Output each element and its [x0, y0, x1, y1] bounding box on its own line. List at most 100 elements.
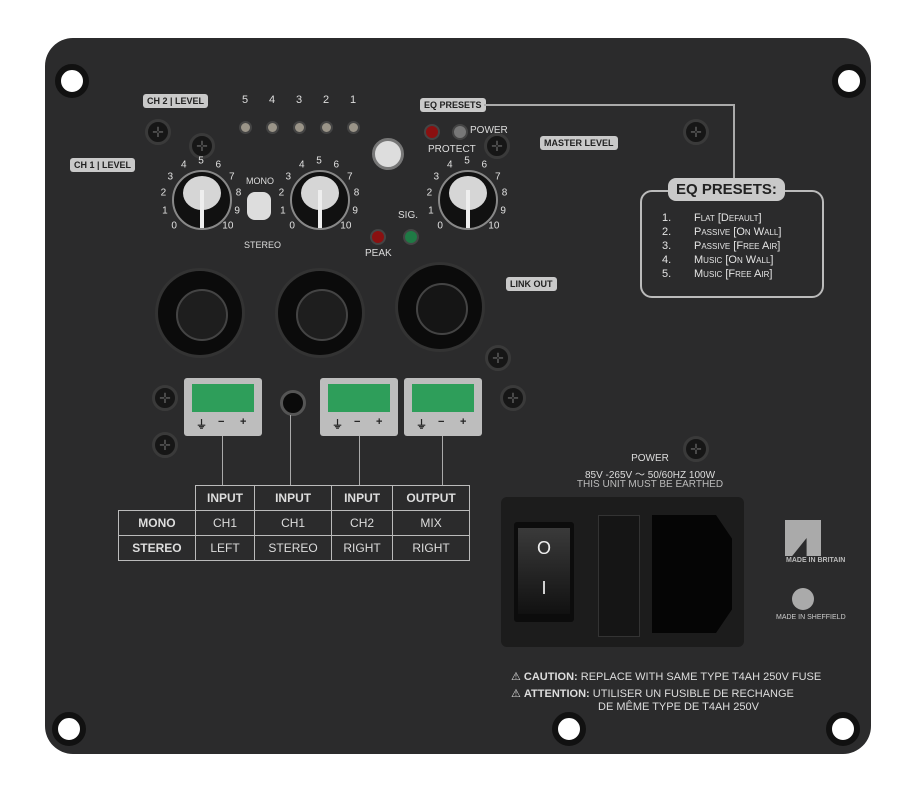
knob-scale-number: 7 [228, 171, 235, 183]
ch1-level-tag: CH 1 | LEVEL [70, 158, 136, 172]
eq-preset-button[interactable] [372, 138, 404, 170]
knob-scale-number: 6 [215, 159, 222, 171]
power-spec: 85V -265V ～ 50/60HZ 100W [584, 470, 716, 481]
ch2-level-knob[interactable] [290, 170, 350, 230]
knob-scale-number: 10 [488, 220, 500, 232]
knob-scale-number: 3 [167, 171, 174, 183]
ch1-level-knob[interactable] [172, 170, 232, 230]
knob-scale-number: 0 [171, 220, 177, 232]
ch2-label: CH 2 [147, 96, 168, 106]
eq-preset-number: 1. [662, 212, 672, 224]
ch2-combo-input-jack[interactable] [275, 268, 365, 358]
cell: LEFT [194, 535, 256, 561]
knob-scale-number: 4 [180, 159, 187, 171]
knob-scale-number: 2 [278, 187, 285, 199]
leader-line [222, 436, 223, 486]
made-in-sheffield-text: MADE IN SHEFFIELD [776, 614, 846, 621]
ch1-terminal-block[interactable]: ⏚−+ [184, 378, 262, 436]
knob-scale-number: 7 [346, 171, 353, 183]
preset-led [293, 121, 306, 134]
leader-line [733, 104, 735, 180]
plus-symbol: + [240, 416, 247, 428]
level-label: LEVEL [102, 160, 132, 170]
eq-presets-tag: EQ PRESETS [420, 98, 486, 112]
screw-icon: ✛ [152, 432, 178, 458]
on-symbol: I [541, 578, 547, 598]
attention-label: ATTENTION: [523, 688, 590, 700]
preset-led [320, 121, 333, 134]
master-level-tag: MASTER LEVEL [540, 136, 618, 150]
attention-text-2: DE MÊME TYPE DE T4AH 250V [598, 701, 759, 713]
ground-symbol: ⏚ [196, 419, 207, 431]
eq-preset-number: 5. [662, 268, 672, 280]
signal-led [403, 229, 419, 245]
caution-text: REPLACE WITH SAME TYPE T4AH 250V FUSE [580, 671, 822, 683]
eq-preset-label: Passive [On Wall] [694, 226, 782, 238]
mounting-hole [832, 64, 866, 98]
stereo-input-jack[interactable] [280, 390, 306, 416]
sig-label: SIG. [398, 210, 419, 221]
level-label: LEVEL [175, 96, 205, 106]
eq-preset-label: Passive [Free Air] [694, 240, 781, 252]
leader-line [290, 415, 291, 486]
preset-led [266, 121, 279, 134]
plus-symbol: + [460, 416, 467, 428]
preset-led [239, 121, 252, 134]
ch2-level-tag: CH 2 | LEVEL [143, 94, 209, 108]
stereo-label: STEREO [244, 240, 282, 250]
cell: RIGHT [331, 535, 394, 561]
screw-icon: ✛ [152, 385, 178, 411]
screw-icon: ✛ [484, 133, 510, 159]
ch2-terminal-block[interactable]: ⏚−+ [320, 378, 398, 436]
link-out-xlr-jack[interactable] [395, 262, 485, 352]
preset-number: 2 [323, 94, 330, 106]
eq-legend-title: EQ PRESETS: [668, 178, 785, 201]
mono-label: MONO [246, 176, 274, 186]
eq-preset-number: 4. [662, 254, 672, 266]
knob-scale-number: 5 [316, 155, 322, 167]
knob-scale-number: 9 [234, 205, 240, 217]
ch1-combo-input-jack[interactable] [155, 268, 245, 358]
eq-preset-number: 3. [662, 240, 672, 252]
mono-stereo-switch[interactable] [247, 192, 271, 220]
screw-icon: ✛ [683, 436, 709, 462]
ground-symbol: ⏚ [416, 419, 427, 431]
fuse-holder[interactable] [598, 515, 640, 637]
preset-number: 1 [350, 94, 357, 106]
knob-scale-number: 5 [464, 155, 470, 167]
knob-scale-number: 10 [340, 220, 352, 232]
output-terminal-block[interactable]: ⏚− + [404, 378, 482, 436]
knob-scale-number: 0 [289, 220, 295, 232]
earth-warning: THIS UNIT MUST BE EARTHED [576, 479, 724, 490]
attention-line: ⚠ ATTENTION: UTILISER UN FUSIBLE DE RECH… [511, 687, 794, 700]
knob-scale-number: 2 [160, 187, 167, 199]
power-led [452, 124, 468, 140]
row-label: MONO [118, 510, 196, 536]
knob-scale-number: 3 [285, 171, 292, 183]
cell: CH2 [331, 510, 394, 536]
made-in-sheffield-logo [792, 588, 814, 610]
master-level-knob[interactable] [438, 170, 498, 230]
caution-line: ⚠ CAUTION: REPLACE WITH SAME TYPE T4AH 2… [511, 670, 821, 683]
mounting-hole [52, 712, 86, 746]
eq-preset-number: 2. [662, 226, 672, 238]
preset-number: 5 [242, 94, 249, 106]
knob-scale-number: 4 [446, 159, 453, 171]
header-cell: OUTPUT [392, 485, 470, 511]
link-out-tag: LINK OUT [506, 277, 557, 291]
minus-symbol: − [354, 416, 361, 428]
knob-scale-number: 5 [198, 155, 204, 167]
iec-power-socket[interactable] [652, 515, 732, 633]
minus-symbol: − [438, 416, 445, 428]
protect-led [424, 124, 440, 140]
ground-symbol: ⏚ [332, 419, 343, 431]
screw-icon: ✛ [500, 385, 526, 411]
leader-line [484, 104, 734, 106]
cell: MIX [392, 510, 470, 536]
knob-scale-number: 6 [333, 159, 340, 171]
cell: STEREO [254, 535, 333, 561]
